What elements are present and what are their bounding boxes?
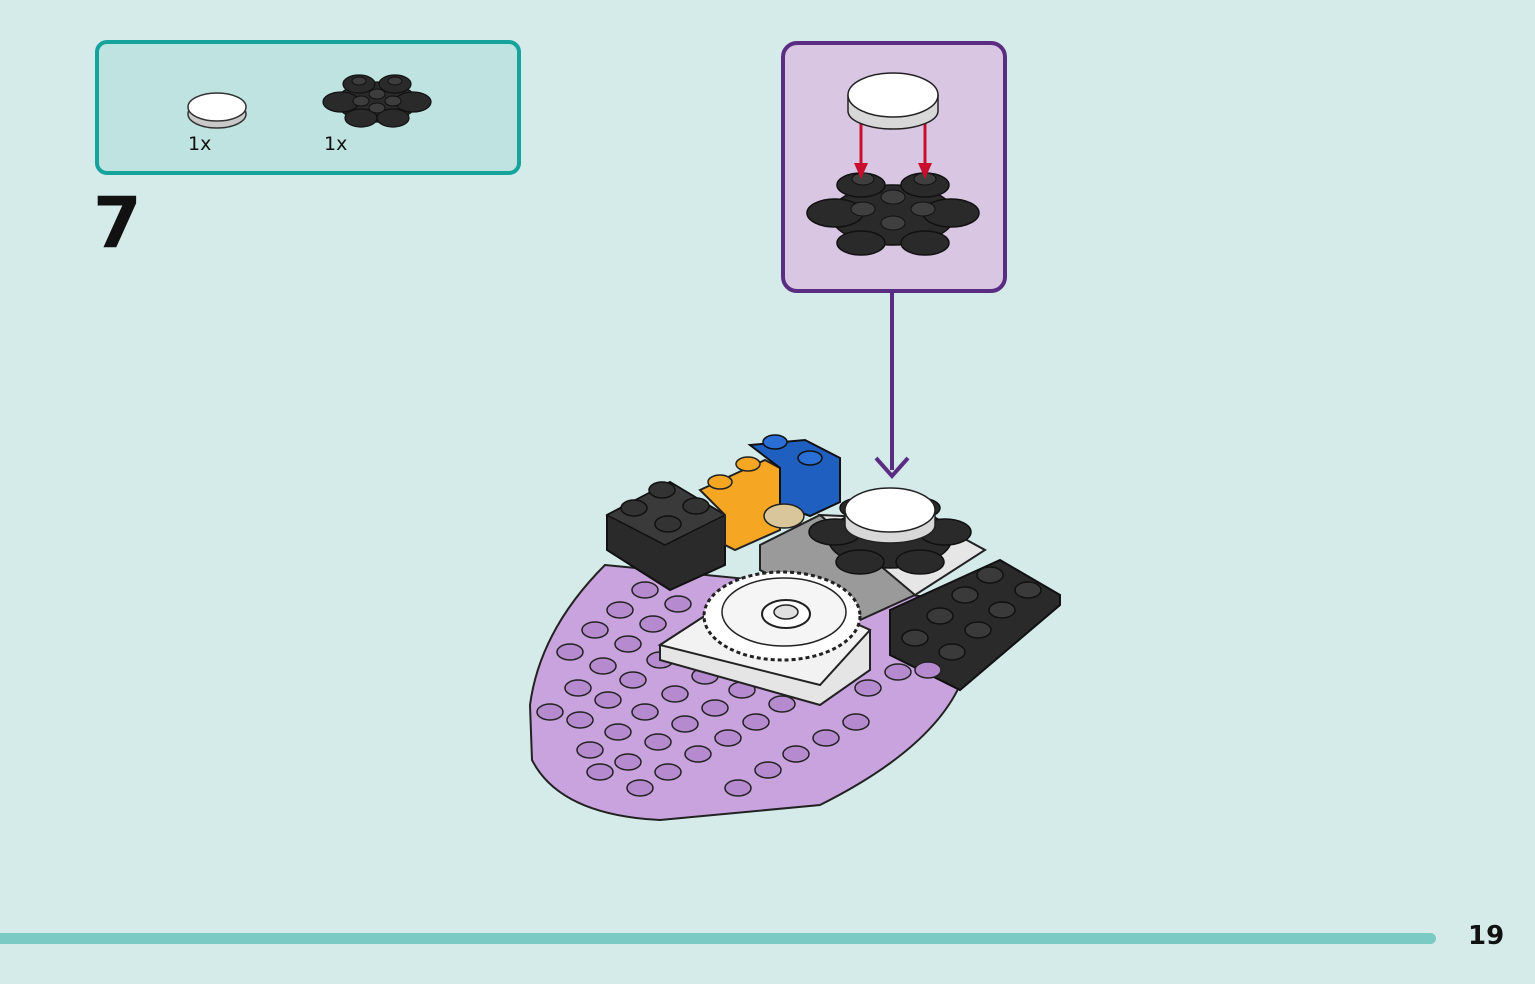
page-footer-bar [0,933,1436,944]
round-tile-quantity: 1x [188,133,212,155]
sub-assembly-illustration [806,72,980,256]
step-number: 7 [93,182,142,264]
model-illustration [528,434,1061,822]
plate-studs [536,563,942,797]
flower-plate-icon [322,74,432,128]
round-tile-icon [187,92,247,129]
page-number: 19 [1468,921,1505,951]
flower-plate-quantity: 1x [324,133,348,155]
sub-assembly-callout [781,41,1007,293]
parts-list: 1x 1x [95,40,521,175]
